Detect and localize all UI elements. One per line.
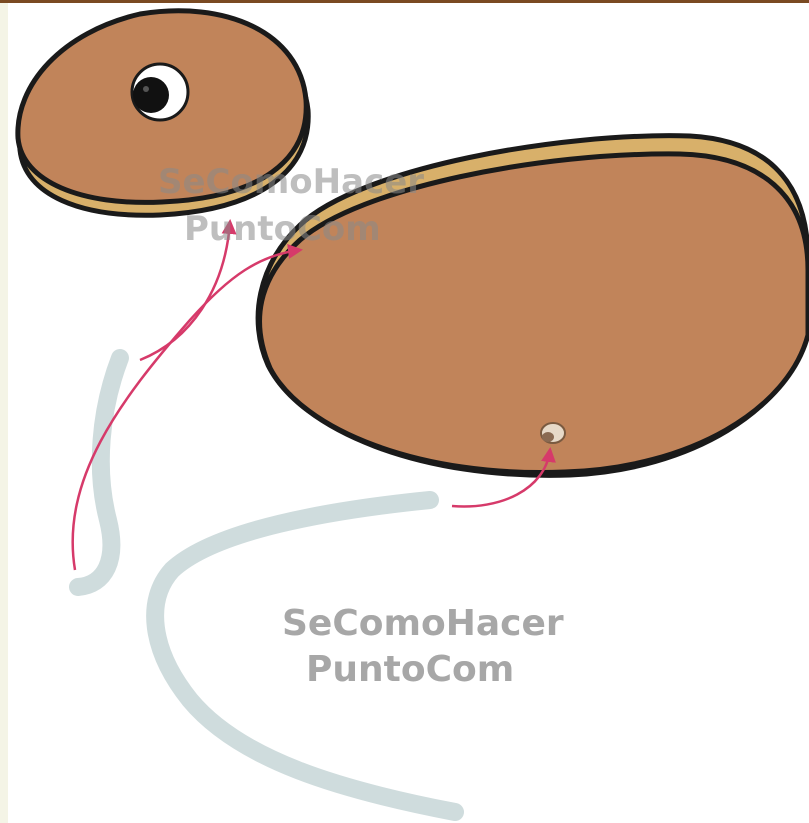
watermark-line1-bottom: SeComoHacer <box>282 606 564 642</box>
watermark-line2-top: PuntoCom <box>184 212 381 246</box>
watermark-line2-bottom: PuntoCom <box>306 652 514 688</box>
eye <box>132 64 188 120</box>
pupil <box>133 77 169 113</box>
watermark-line1-top: SeComoHacer <box>158 165 424 199</box>
neck-wire <box>78 358 120 587</box>
bead <box>541 423 565 443</box>
